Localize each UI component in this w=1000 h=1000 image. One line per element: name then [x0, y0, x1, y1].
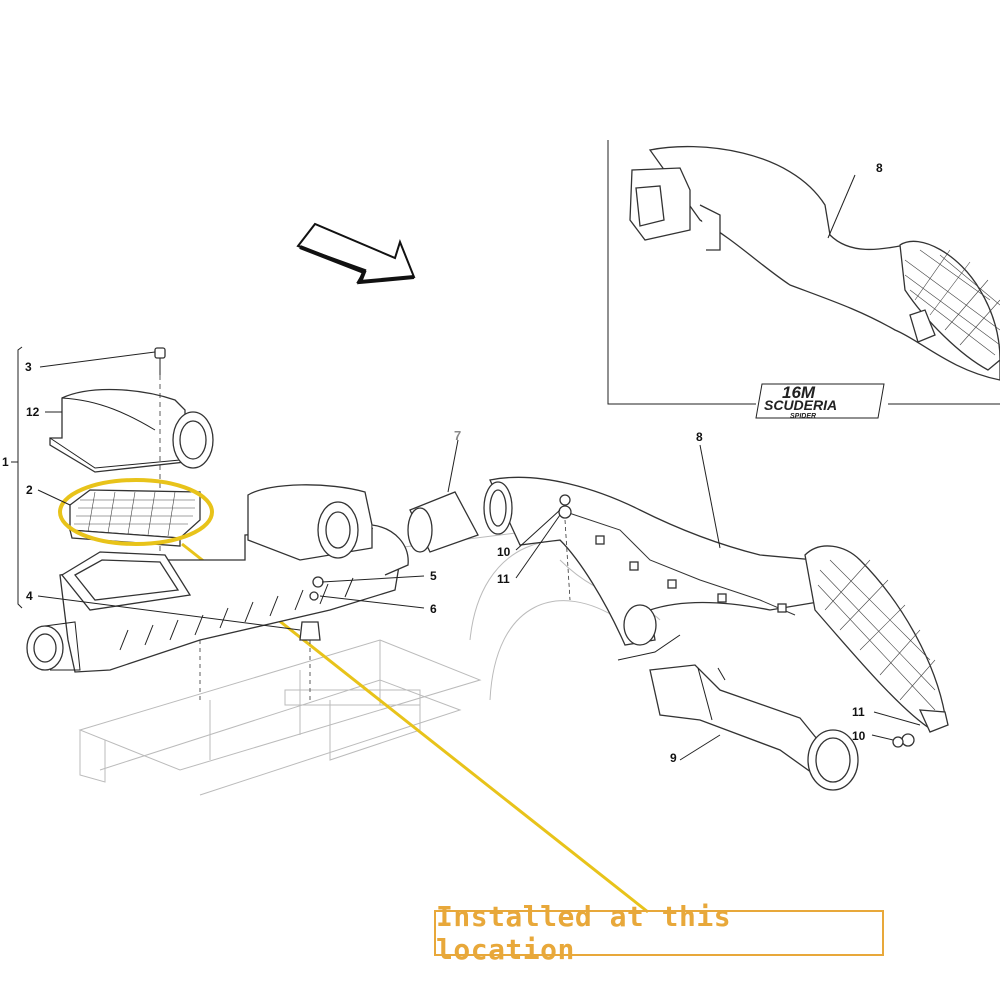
label-4: 4	[26, 589, 33, 603]
label-11-right: 11	[852, 705, 865, 719]
label-7: 7	[454, 428, 461, 443]
label-1: 1	[2, 455, 9, 469]
direction-arrow	[296, 222, 416, 285]
callout-text: Installed at this location	[436, 900, 732, 966]
intake-hose	[407, 439, 479, 553]
airbox-base	[26, 527, 401, 700]
label-12: 12	[26, 405, 40, 419]
label-5: 5	[430, 569, 437, 583]
lower-duct	[617, 634, 859, 791]
svg-text:SCUDERIA: SCUDERIA	[764, 397, 837, 413]
main-duct	[483, 444, 949, 733]
label-10-left: 10	[497, 545, 511, 559]
label-6: 6	[430, 602, 437, 616]
label-9: 9	[670, 751, 677, 765]
label-10-right: 10	[852, 729, 866, 743]
svg-text:16M: 16M	[782, 383, 816, 402]
badge-16m-scuderia-spider: 16M SCUDERIA SPIDER	[755, 383, 885, 420]
label-8-inset: 8	[876, 161, 883, 175]
part-labels: 3 12 1 2 4 5 6 7 8 8 9 10 11 11 10	[2, 161, 883, 765]
fasteners-right	[871, 711, 921, 748]
inset-duct	[629, 145, 1000, 381]
leader-lines	[37, 351, 561, 631]
callout-box: Installed at this location	[434, 900, 884, 966]
label-8: 8	[696, 430, 703, 444]
airbox-cover-installed	[247, 484, 409, 576]
label-11-left: 11	[497, 572, 510, 586]
inset-frame	[607, 140, 1000, 405]
label-2: 2	[26, 483, 33, 497]
airbox-cover	[49, 388, 214, 473]
assembly-bracket	[11, 346, 23, 609]
svg-text:SPIDER: SPIDER	[790, 413, 816, 420]
label-3: 3	[25, 360, 32, 374]
